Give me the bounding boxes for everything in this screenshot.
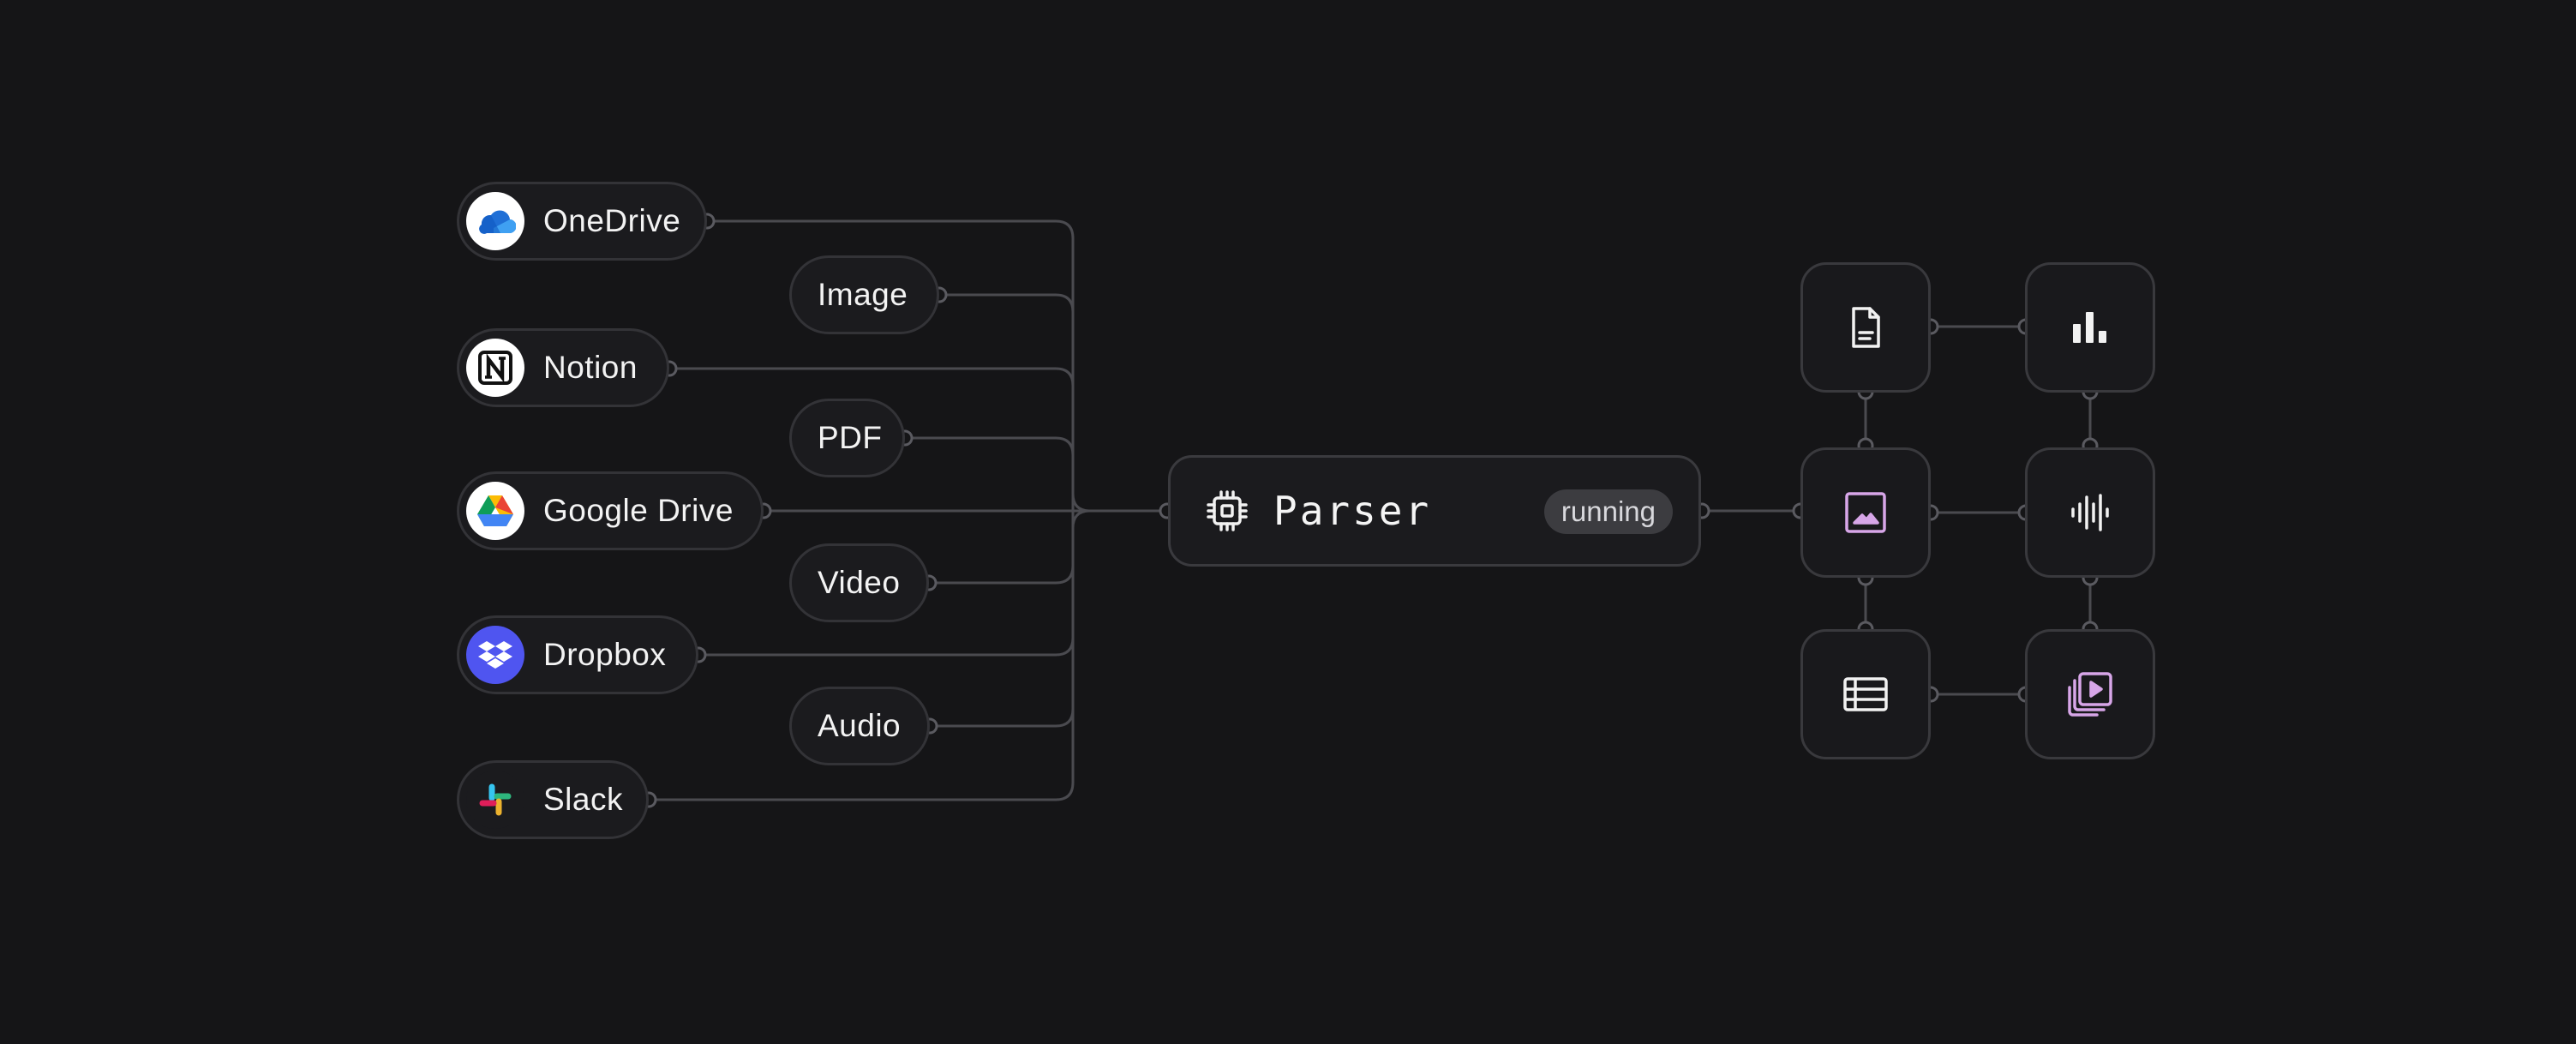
type-image[interactable]: Image	[789, 255, 939, 334]
google-drive-icon	[466, 482, 524, 540]
type-label-pdf: PDF	[818, 420, 883, 455]
output-waveform[interactable]	[2025, 447, 2155, 578]
parser-node[interactable]: Parser running	[1168, 455, 1701, 567]
wire-video	[929, 509, 1091, 585]
source-label-dropbox: Dropbox	[543, 637, 667, 672]
output-document[interactable]	[1800, 262, 1931, 393]
wire-image	[939, 293, 1075, 511]
source-dropbox[interactable]: Dropbox	[457, 615, 698, 694]
document-icon	[1852, 307, 1880, 348]
source-label-onedrive: OneDrive	[543, 203, 681, 238]
table-icon	[1843, 677, 1888, 711]
type-label-image: Image	[818, 277, 908, 312]
source-slack[interactable]: Slack	[457, 760, 649, 839]
type-label-audio: Audio	[818, 708, 902, 743]
onedrive-icon	[466, 192, 524, 250]
notion-icon	[466, 339, 524, 397]
type-label-video: Video	[818, 565, 901, 600]
source-label-slack: Slack	[543, 782, 623, 817]
output-video-stack[interactable]	[2025, 629, 2155, 759]
dropbox-icon	[466, 626, 524, 684]
source-label-google-drive: Google Drive	[543, 493, 734, 528]
source-google-drive[interactable]: Google Drive	[457, 471, 764, 550]
video-stack-icon	[2068, 672, 2112, 717]
source-onedrive[interactable]: OneDrive	[457, 182, 707, 261]
bar-chart-icon	[2073, 312, 2106, 343]
source-label-notion: Notion	[543, 350, 638, 385]
status-badge: running	[1543, 489, 1673, 534]
image-icon	[1845, 492, 1886, 533]
type-video[interactable]: Video	[789, 543, 929, 622]
slack-icon	[466, 771, 524, 829]
type-audio[interactable]: Audio	[789, 687, 930, 765]
wire-audio	[930, 511, 1075, 728]
output-table[interactable]	[1800, 629, 1931, 759]
output-image[interactable]	[1800, 447, 1931, 578]
source-notion[interactable]: Notion	[457, 328, 669, 407]
parser-label: Parser	[1273, 488, 1432, 534]
type-pdf[interactable]: PDF	[789, 399, 905, 477]
wire-notion	[669, 367, 1075, 511]
wire-slack	[649, 511, 1075, 801]
output-bar-chart[interactable]	[2025, 262, 2155, 393]
wire-onedrive	[707, 219, 1075, 511]
wire-pdf	[905, 436, 1091, 513]
chip-icon	[1205, 489, 1249, 533]
audio-waveform-icon	[2071, 494, 2109, 531]
